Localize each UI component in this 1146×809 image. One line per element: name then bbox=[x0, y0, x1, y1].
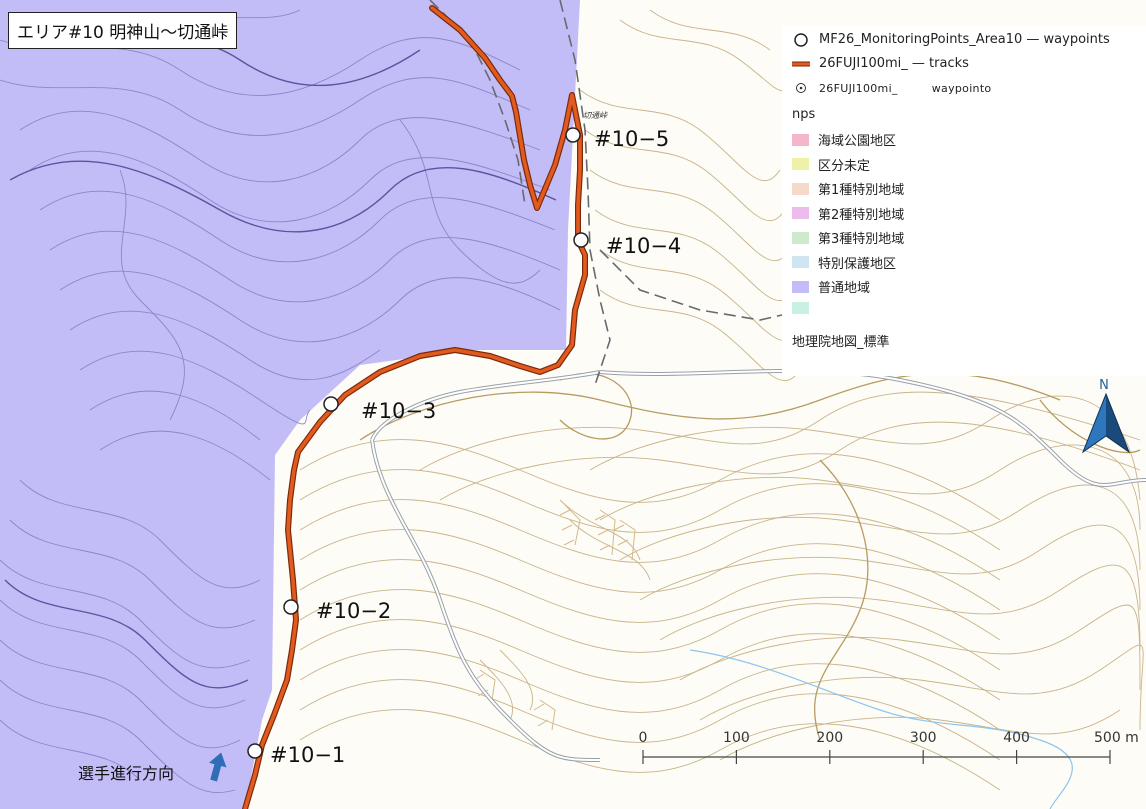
scale-tick-label: 500 m bbox=[1094, 730, 1139, 746]
legend-swatch bbox=[792, 280, 809, 293]
waypoint-marker-10-2[interactable] bbox=[283, 599, 299, 615]
waypoint-label-10-3: #10−3 bbox=[361, 399, 436, 423]
scale-tick-label: 300 bbox=[910, 730, 937, 746]
legend-waypoints-layer: MF26_MonitoringPoints_Area10 — waypoints bbox=[792, 32, 1110, 47]
waypoint-marker-10-3[interactable] bbox=[323, 396, 339, 412]
legend-swatch bbox=[792, 133, 809, 146]
legend-tracks-layer: 26FUJI100mi_ — tracks bbox=[792, 56, 969, 71]
legend-swatch bbox=[792, 301, 809, 314]
legend-category-6: 特別保護地区 bbox=[792, 253, 896, 272]
legend-category-label: 特別保護地区 bbox=[818, 256, 897, 272]
cliff-marks bbox=[473, 504, 636, 731]
legend-category-5: 第3種特別地域 bbox=[792, 228, 904, 247]
runner-direction-arrow-icon bbox=[209, 752, 227, 782]
legend-category-7: 普通地域 bbox=[792, 277, 870, 296]
scale-tick-label: 400 bbox=[1003, 730, 1030, 746]
waypoint-label-10-2: #10−2 bbox=[316, 599, 391, 623]
legend-category-label: 海域公園地区 bbox=[818, 134, 897, 149]
track-line-icon bbox=[792, 57, 810, 71]
waypoint-label-10-4: #10−4 bbox=[606, 234, 681, 258]
waypoint-marker-10-5[interactable] bbox=[565, 127, 581, 143]
legend-track-waypoints-layer: 26FUJI100mi_ waypointo bbox=[792, 81, 991, 95]
runner-direction-label: 選手進行方向 bbox=[78, 764, 174, 783]
svg-text:N: N bbox=[1099, 378, 1109, 393]
legend-swatch bbox=[792, 207, 809, 219]
legend-category-3: 第1種特別地域 bbox=[792, 179, 904, 198]
scale-bar: 0 100 200 300 400 500 m bbox=[639, 730, 1139, 764]
legend-swatch bbox=[792, 231, 809, 244]
waypoint-marker-10-1[interactable] bbox=[247, 743, 263, 759]
legend-basemap: 地理院地図_標準 bbox=[792, 335, 890, 350]
legend-swatch bbox=[792, 158, 809, 170]
legend-category-label: 普通地域 bbox=[818, 281, 871, 296]
place-label-kiridoshi-toge: 切通峠 bbox=[583, 111, 608, 120]
stream bbox=[689, 649, 1073, 809]
legend-category-2: 区分未定 bbox=[792, 155, 870, 174]
scale-tick-label: 100 bbox=[723, 730, 750, 746]
zone-futsu-chiiki bbox=[0, 0, 580, 809]
legend-panel: MF26_MonitoringPoints_Area10 — waypoints… bbox=[782, 26, 1146, 376]
north-arrow-icon: N bbox=[1081, 378, 1131, 454]
waypoint-circle-icon bbox=[792, 32, 810, 47]
legend-swatch bbox=[792, 256, 809, 268]
legend-category-label: 区分未定 bbox=[818, 158, 871, 174]
scale-tick-label: 200 bbox=[816, 730, 843, 746]
legend-group-title: nps bbox=[792, 107, 816, 122]
legend-category-8 bbox=[792, 301, 818, 314]
waypoint-marker-10-4[interactable] bbox=[573, 232, 589, 248]
legend-category-label: 第1種特別地域 bbox=[818, 183, 905, 198]
waypoint-label-10-5: #10−5 bbox=[594, 127, 669, 151]
legend-category-label: 第3種特別地域 bbox=[818, 232, 905, 247]
target-dot-icon bbox=[792, 81, 810, 95]
legend-swatch bbox=[792, 182, 809, 195]
legend-category-label: 第2種特別地域 bbox=[818, 207, 905, 223]
legend-category-4: 第2種特別地域 bbox=[792, 204, 904, 223]
scale-tick-label: 0 bbox=[639, 730, 648, 746]
waypoint-label-10-1: #10−1 bbox=[270, 743, 345, 767]
legend-category-1: 海域公園地区 bbox=[792, 130, 896, 149]
map-title: エリア#10 明神山〜切通峠 bbox=[8, 12, 238, 49]
